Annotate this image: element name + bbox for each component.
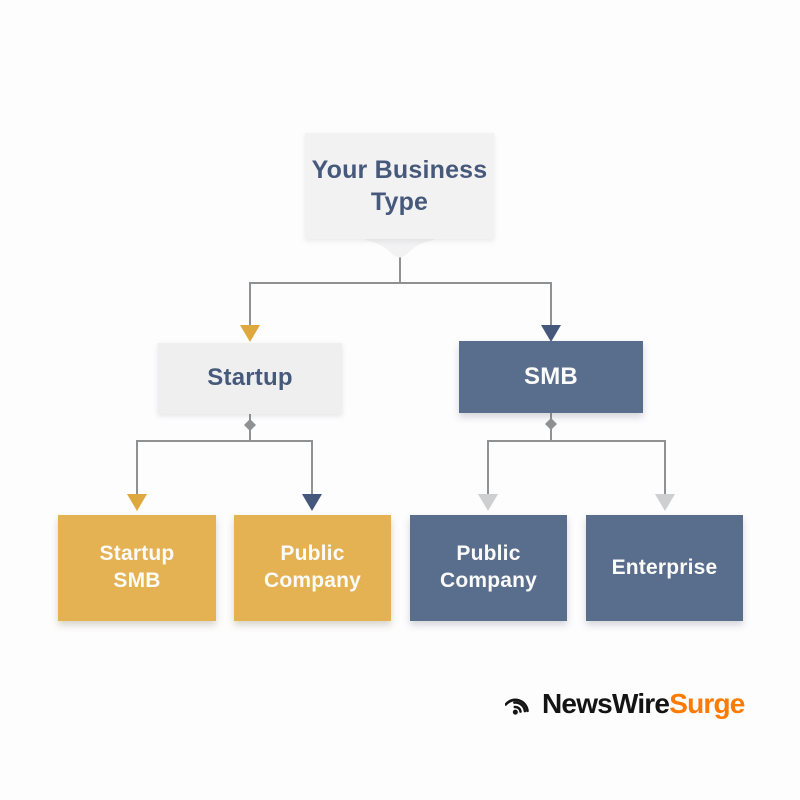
level2-split-line	[249, 282, 552, 327]
node-label: SMB	[113, 569, 161, 592]
smb-split-line	[487, 440, 666, 495]
arrowhead-slate-smb-icon	[541, 325, 561, 342]
node-public-company-right: Public Company	[410, 515, 567, 621]
node-label: Public	[280, 542, 345, 566]
node-smb: SMB	[459, 341, 643, 413]
newswiresurge-logo: NewsWireSurge	[505, 684, 745, 724]
logo-text-newswire: NewsWire	[542, 688, 670, 719]
arrowhead-gold-startupsmb-icon	[127, 494, 147, 511]
arrowhead-gray-publiccompany-icon	[478, 494, 498, 511]
node-label: SMB	[524, 362, 578, 390]
arrowhead-gold-startup-icon	[240, 325, 260, 342]
node-enterprise: Enterprise	[586, 515, 743, 621]
node-startup-smb: Startup SMB	[58, 515, 216, 621]
node-startup: Startup	[158, 343, 342, 414]
node-label: Type	[370, 188, 429, 216]
arrowhead-slate-publiccompany-icon	[302, 494, 322, 511]
node-label: Startup	[99, 542, 175, 566]
node-public-company-left: Public Company	[234, 515, 391, 621]
diamond-connector-icon	[244, 419, 256, 431]
logo-text: NewsWireSurge	[542, 688, 745, 720]
startup-split-line	[136, 440, 313, 495]
diamond-connector-icon	[545, 418, 557, 430]
arrowhead-gray-enterprise-icon	[655, 494, 675, 511]
node-label: Company	[263, 569, 362, 592]
logo-text-surge: Surge	[669, 688, 745, 719]
node-label: Startup	[207, 364, 293, 392]
broadcast-signal-icon	[505, 698, 529, 715]
node-label: Company	[439, 569, 538, 592]
node-your-business-type: Your Business Type	[305, 133, 494, 239]
node-label: Enterprise	[611, 555, 718, 579]
node-label: Public	[456, 542, 521, 566]
node-label: Your Business	[311, 156, 488, 184]
root-pointer-tab	[365, 237, 434, 258]
